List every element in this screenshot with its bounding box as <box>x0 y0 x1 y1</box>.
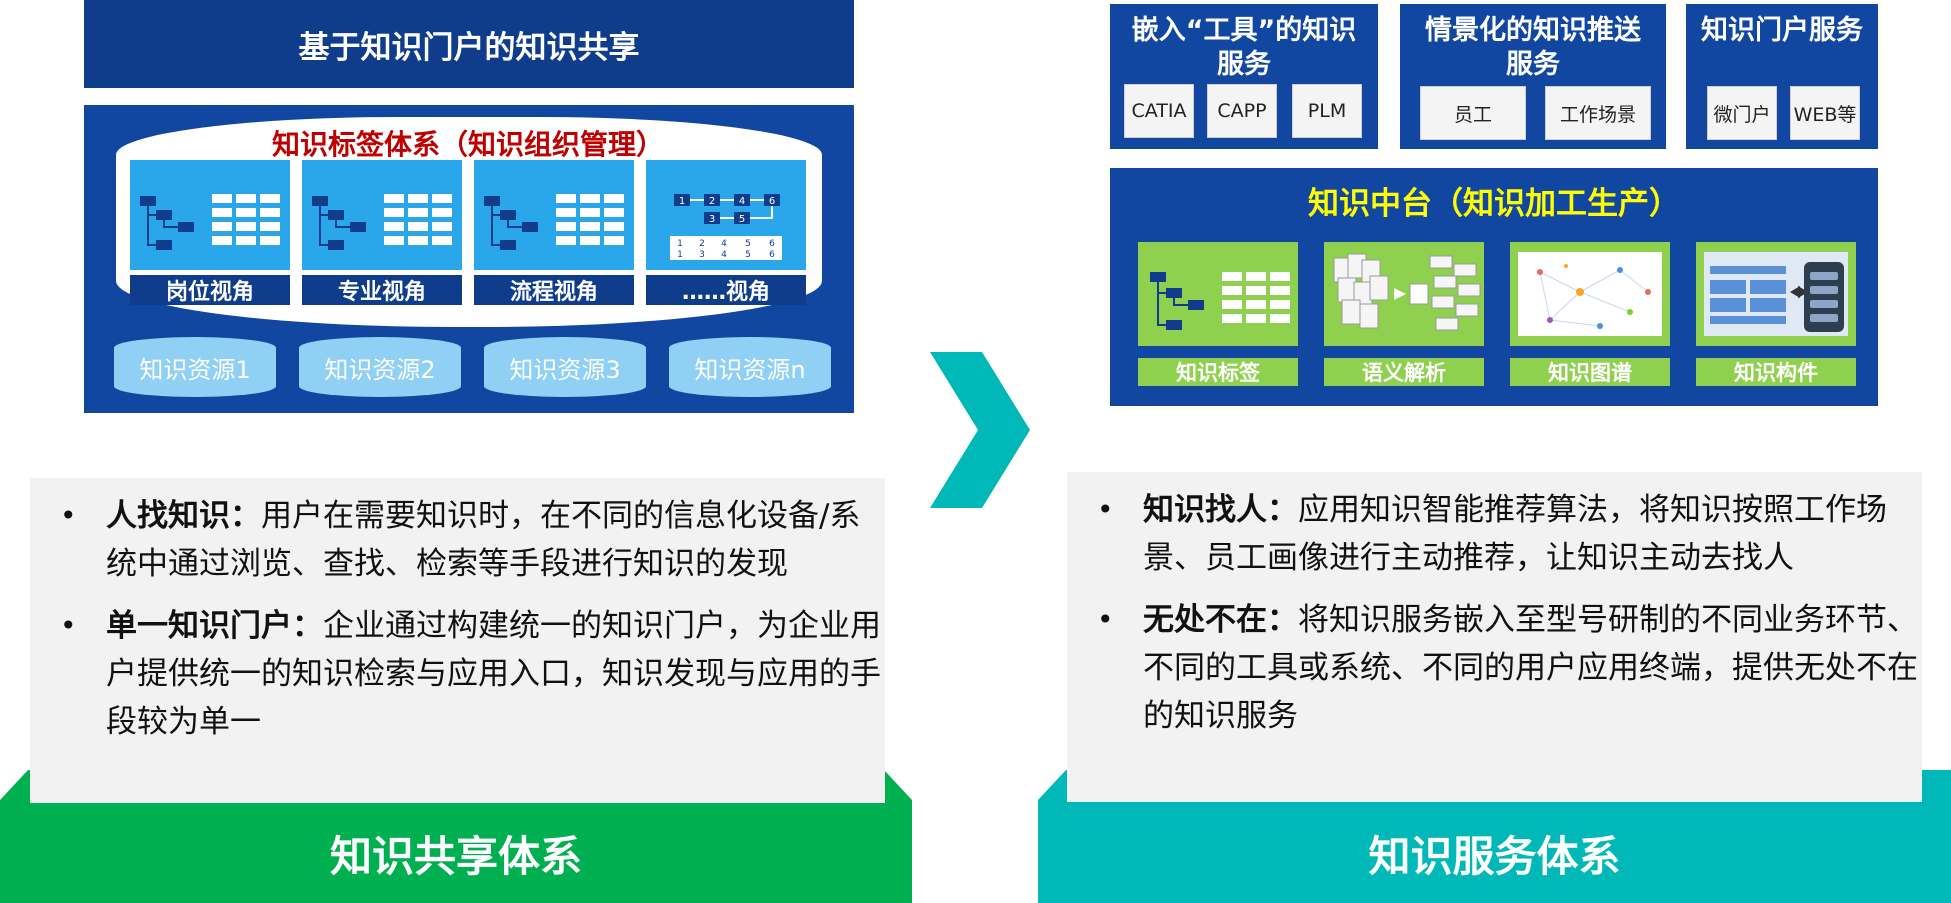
flow-grid-num: 5 <box>745 239 751 249</box>
left-bullet-list: 人找知识：用户在需要知识时，在不同的信息化设备/系统中通过浏览、查找、检索等手段… <box>30 492 885 746</box>
flow-num: 3 <box>709 214 715 225</box>
tree-table-icon <box>312 194 452 250</box>
flow-num: 1 <box>679 196 685 207</box>
chip-plm: PLM <box>1292 84 1362 138</box>
bullet-head: 人找知识： <box>106 498 261 534</box>
portal-service-title: 知识门户服务 <box>1701 15 1863 46</box>
chip-employee: 员工 <box>1420 86 1526 140</box>
right-bullet-list: 知识找人：应用知识智能推荐算法，将知识按照工作场景、员工画像进行主动推荐，让知识… <box>1067 486 1922 740</box>
perspective-label-process: 流程视角 <box>474 275 634 305</box>
bullet-head: 知识找人： <box>1143 492 1298 528</box>
bullet-head: 无处不在： <box>1143 602 1298 638</box>
right-footer-title: 知识服务体系 <box>1368 831 1621 881</box>
right-bullet: 无处不在：将知识服务嵌入至型号研制的不同业务环节、不同的工具或系统、不同的用户应… <box>1067 596 1922 740</box>
flow-grid-num: 1 <box>677 250 683 260</box>
flow-grid-num: 2 <box>699 239 705 249</box>
tile-process <box>474 160 634 270</box>
bullet-head: 单一知识门户： <box>106 608 323 644</box>
bullet-body: 企业通过构建统一的知识门户，为企业用户提供统一的知识检索与应用入口，知识发现与应… <box>106 608 881 740</box>
flow-num: 4 <box>739 196 745 207</box>
scene-service-title: 情景化的知识推送服务 <box>1425 15 1641 80</box>
perspective-label-specialty: 专业视角 <box>302 275 462 305</box>
resource-2: 知识资源2 <box>299 337 461 397</box>
flow-num: 6 <box>769 196 775 207</box>
tag-system-panel: 知识标签体系（知识组织管理） <box>84 105 854 413</box>
module-label-graph: 知识图谱 <box>1510 358 1670 386</box>
chip-catia: CATIA <box>1124 84 1194 138</box>
flow-grid-num: 4 <box>721 239 727 249</box>
embed-service-title: 嵌入“工具”的知识服务 <box>1131 15 1357 80</box>
flow-grid-num: 5 <box>745 250 751 260</box>
module-label-component: 知识构件 <box>1696 358 1856 386</box>
tree-table-icon <box>1150 272 1290 330</box>
flow-num: 5 <box>739 214 745 225</box>
left-text-box: 人找知识：用户在需要知识时，在不同的信息化设备/系统中通过浏览、查找、检索等手段… <box>30 478 885 803</box>
tile-other: 1 2 4 6 3 5 1 2 4 5 6 1 3 4 5 6 <box>646 160 806 270</box>
module-tile-graph <box>1510 242 1670 346</box>
bullet-body: 应用知识智能推荐算法，将知识按照工作场景、员工画像进行主动推荐，让知识主动去找人 <box>1143 492 1887 576</box>
right-bullet: 知识找人：应用知识智能推荐算法，将知识按照工作场景、员工画像进行主动推荐，让知识… <box>1067 486 1922 582</box>
module-tile-semantic <box>1324 242 1484 346</box>
tree-table-icon <box>484 194 624 250</box>
right-text-box: 知识找人：应用知识智能推荐算法，将知识按照工作场景、员工画像进行主动推荐，让知识… <box>1067 472 1922 802</box>
chip-work-scene: 工作场景 <box>1545 86 1651 140</box>
component-architecture-icon <box>1704 252 1848 336</box>
portal-title-bar: 基于知识门户的知识共享 <box>84 0 854 88</box>
left-footer-title: 知识共享体系 <box>329 831 582 881</box>
document-parse-icon <box>1333 253 1481 331</box>
perspective-label-other: ……视角 <box>646 275 806 305</box>
flow-grid-num: 1 <box>677 239 683 249</box>
flow-grid-num: 6 <box>769 250 775 260</box>
knowledge-graph-icon <box>1518 252 1662 336</box>
left-bullet: 人找知识：用户在需要知识时，在不同的信息化设备/系统中通过浏览、查找、检索等手段… <box>30 492 885 588</box>
chip-web: WEB等 <box>1790 86 1860 140</box>
left-bullet: 单一知识门户：企业通过构建统一的知识门户，为企业用户提供统一的知识检索与应用入口… <box>30 602 885 746</box>
flow-grid-num: 6 <box>769 239 775 249</box>
platform-title: 知识中台（知识加工生产） <box>1308 186 1680 222</box>
module-label-tags: 知识标签 <box>1138 358 1298 386</box>
chip-micro-portal: 微门户 <box>1707 86 1777 140</box>
perspective-label-position: 岗位视角 <box>130 275 290 305</box>
resource-1: 知识资源1 <box>114 337 276 397</box>
flow-grid-num: 3 <box>699 250 705 260</box>
tile-specialty <box>302 160 462 270</box>
flow-num: 2 <box>709 196 715 207</box>
flow-grid-num: 4 <box>721 250 727 260</box>
bullet-body: 将知识服务嵌入至型号研制的不同业务环节、不同的工具或系统、不同的用户应用终端，提… <box>1143 602 1918 734</box>
knowledge-platform-panel: 知识中台（知识加工生产） <box>1110 168 1878 406</box>
resource-n: 知识资源n <box>669 337 831 397</box>
bullet-body: 用户在需要知识时，在不同的信息化设备/系统中通过浏览、查找、检索等手段进行知识的… <box>106 498 861 582</box>
resource-3: 知识资源3 <box>484 337 646 397</box>
tag-system-title: 知识标签体系（知识组织管理） <box>271 128 664 161</box>
flow-diagram-icon: 1 2 4 6 3 5 1 2 4 5 6 1 3 4 5 6 <box>670 194 782 260</box>
module-tile-tags <box>1138 242 1298 346</box>
portal-title: 基于知识门户的知识共享 <box>298 29 640 66</box>
tree-table-icon <box>140 194 280 250</box>
module-tile-component <box>1696 242 1856 346</box>
chevron-right-icon <box>930 352 1030 508</box>
tile-position <box>130 160 290 270</box>
module-label-semantic: 语义解析 <box>1324 358 1484 386</box>
chip-capp: CAPP <box>1207 84 1277 138</box>
